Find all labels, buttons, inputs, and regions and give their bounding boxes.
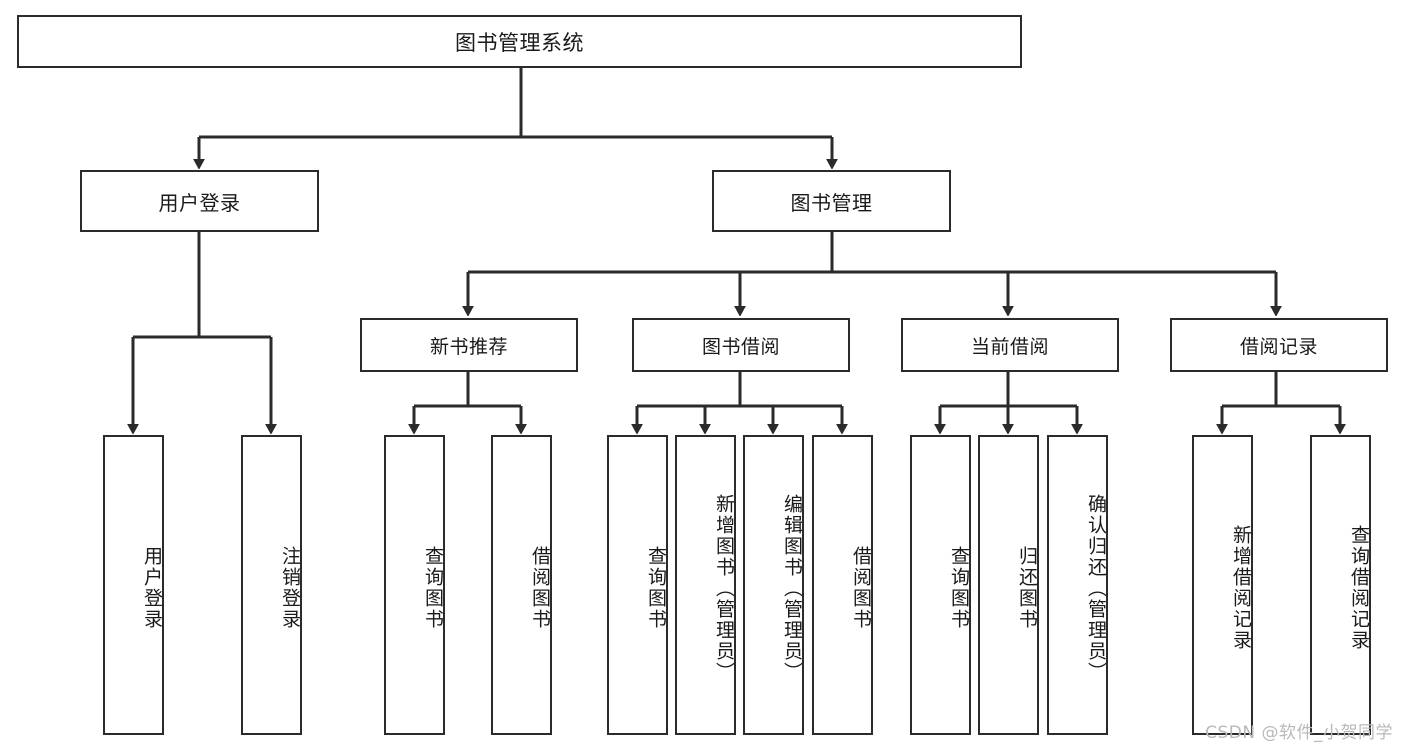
node-leaf-user-login-label: 用户登录	[141, 546, 163, 630]
node-leaf-query-record-label: 查询借阅记录	[1348, 525, 1370, 651]
node-leaf-borrow-book-2-label: 借阅图书	[850, 546, 872, 630]
node-leaf-query-book-2-label: 查询图书	[645, 546, 667, 630]
node-leaf-add-record-label: 新增借阅记录	[1230, 525, 1252, 651]
node-leaf-add-record[interactable]: 新增借阅记录	[1192, 435, 1253, 735]
node-leaf-user-logout[interactable]: 注销登录	[241, 435, 302, 735]
node-leaf-user-logout-label: 注销登录	[279, 546, 301, 630]
node-leaf-query-book-1-label: 查询图书	[422, 546, 444, 630]
node-new-book-recommend-label: 新书推荐	[429, 335, 508, 358]
node-user-login-label: 用户登录	[158, 190, 241, 215]
node-leaf-query-book-3-label: 查询图书	[948, 546, 970, 630]
node-current-borrow[interactable]: 当前借阅	[901, 318, 1119, 372]
node-book-borrow[interactable]: 图书借阅	[632, 318, 850, 372]
node-leaf-query-record[interactable]: 查询借阅记录	[1310, 435, 1371, 735]
node-leaf-query-book-1[interactable]: 查询图书	[384, 435, 445, 735]
node-new-book-recommend[interactable]: 新书推荐	[360, 318, 578, 372]
node-leaf-edit-book[interactable]: 编辑图书（管理员）	[743, 435, 804, 735]
node-borrow-record[interactable]: 借阅记录	[1170, 318, 1388, 372]
node-leaf-edit-book-label: 编辑图书（管理员）	[781, 493, 803, 683]
node-leaf-return-book[interactable]: 归还图书	[978, 435, 1039, 735]
node-root[interactable]: 图书管理系统	[17, 15, 1022, 68]
node-leaf-borrow-book-1-label: 借阅图书	[529, 546, 551, 630]
node-current-borrow-label: 当前借阅	[970, 335, 1049, 358]
node-leaf-query-book-3[interactable]: 查询图书	[910, 435, 971, 735]
node-borrow-record-label: 借阅记录	[1239, 335, 1318, 358]
node-leaf-return-book-label: 归还图书	[1016, 546, 1038, 630]
node-leaf-confirm-return-label: 确认归还（管理员）	[1085, 493, 1107, 683]
node-leaf-borrow-book-1[interactable]: 借阅图书	[491, 435, 552, 735]
node-leaf-user-login[interactable]: 用户登录	[103, 435, 164, 735]
node-book-manage[interactable]: 图书管理	[712, 170, 951, 232]
node-leaf-add-book[interactable]: 新增图书（管理员）	[675, 435, 736, 735]
node-book-manage-label: 图书管理	[790, 190, 873, 215]
node-leaf-borrow-book-2[interactable]: 借阅图书	[812, 435, 873, 735]
node-user-login[interactable]: 用户登录	[80, 170, 319, 232]
node-root-label: 图书管理系统	[455, 30, 584, 55]
node-leaf-confirm-return[interactable]: 确认归还（管理员）	[1047, 435, 1108, 735]
node-book-borrow-label: 图书借阅	[701, 335, 780, 358]
node-leaf-add-book-label: 新增图书（管理员）	[713, 493, 735, 683]
node-leaf-query-book-2[interactable]: 查询图书	[607, 435, 668, 735]
